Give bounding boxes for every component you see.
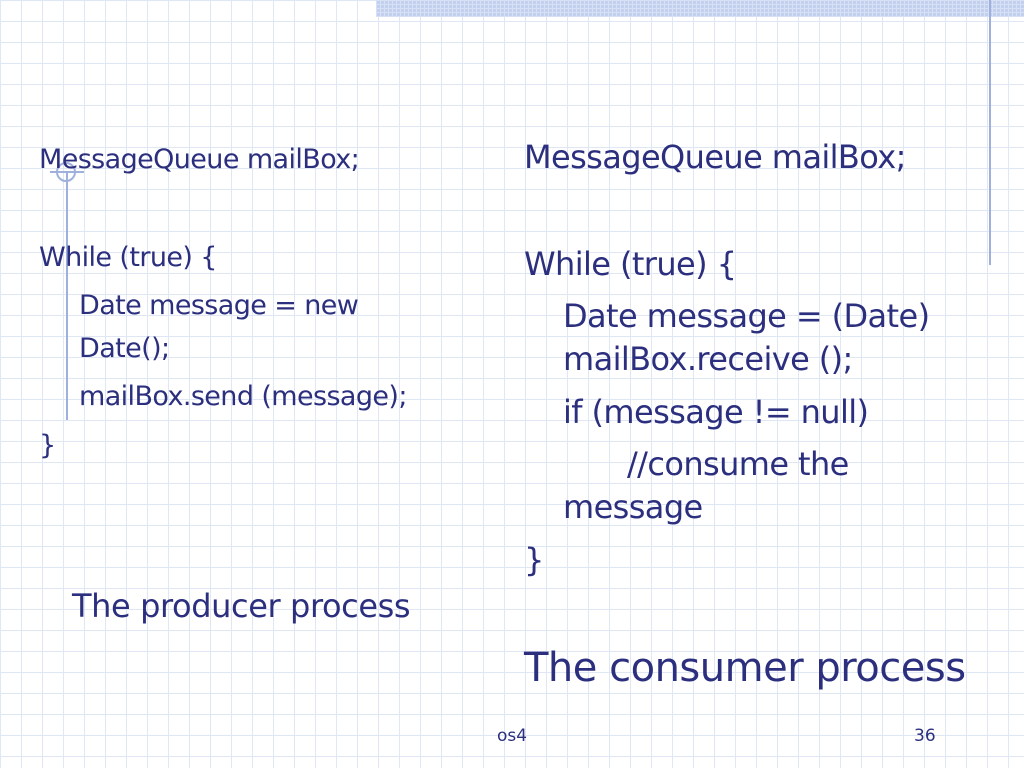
code-line: }	[524, 541, 544, 579]
code-line: While (true) {	[524, 245, 737, 283]
code-line: MessageQueue mailBox;	[524, 138, 906, 176]
code-line: Date();	[79, 333, 170, 364]
code-line: if (message != null)	[563, 393, 869, 431]
producer-caption: The producer process	[72, 587, 411, 625]
code-line: message	[563, 488, 703, 526]
consumer-caption: The consumer process	[524, 645, 966, 691]
left-decorative-rule	[66, 172, 68, 420]
code-line: While (true) {	[39, 242, 217, 273]
code-line: }	[39, 430, 56, 461]
footer-label: os4	[497, 726, 528, 746]
slide-number: 36	[914, 726, 936, 746]
code-line: mailBox.send (message);	[79, 381, 407, 412]
top-decorative-band	[376, 0, 1024, 17]
code-line: Date message = (Date)	[563, 297, 930, 335]
code-line: mailBox.receive ();	[563, 340, 853, 378]
code-line: //consume the	[627, 445, 849, 483]
code-line: Date message = new	[79, 290, 359, 321]
right-decorative-rule	[989, 0, 991, 265]
decorative-tick	[50, 171, 84, 173]
code-line: MessageQueue mailBox;	[39, 144, 360, 175]
